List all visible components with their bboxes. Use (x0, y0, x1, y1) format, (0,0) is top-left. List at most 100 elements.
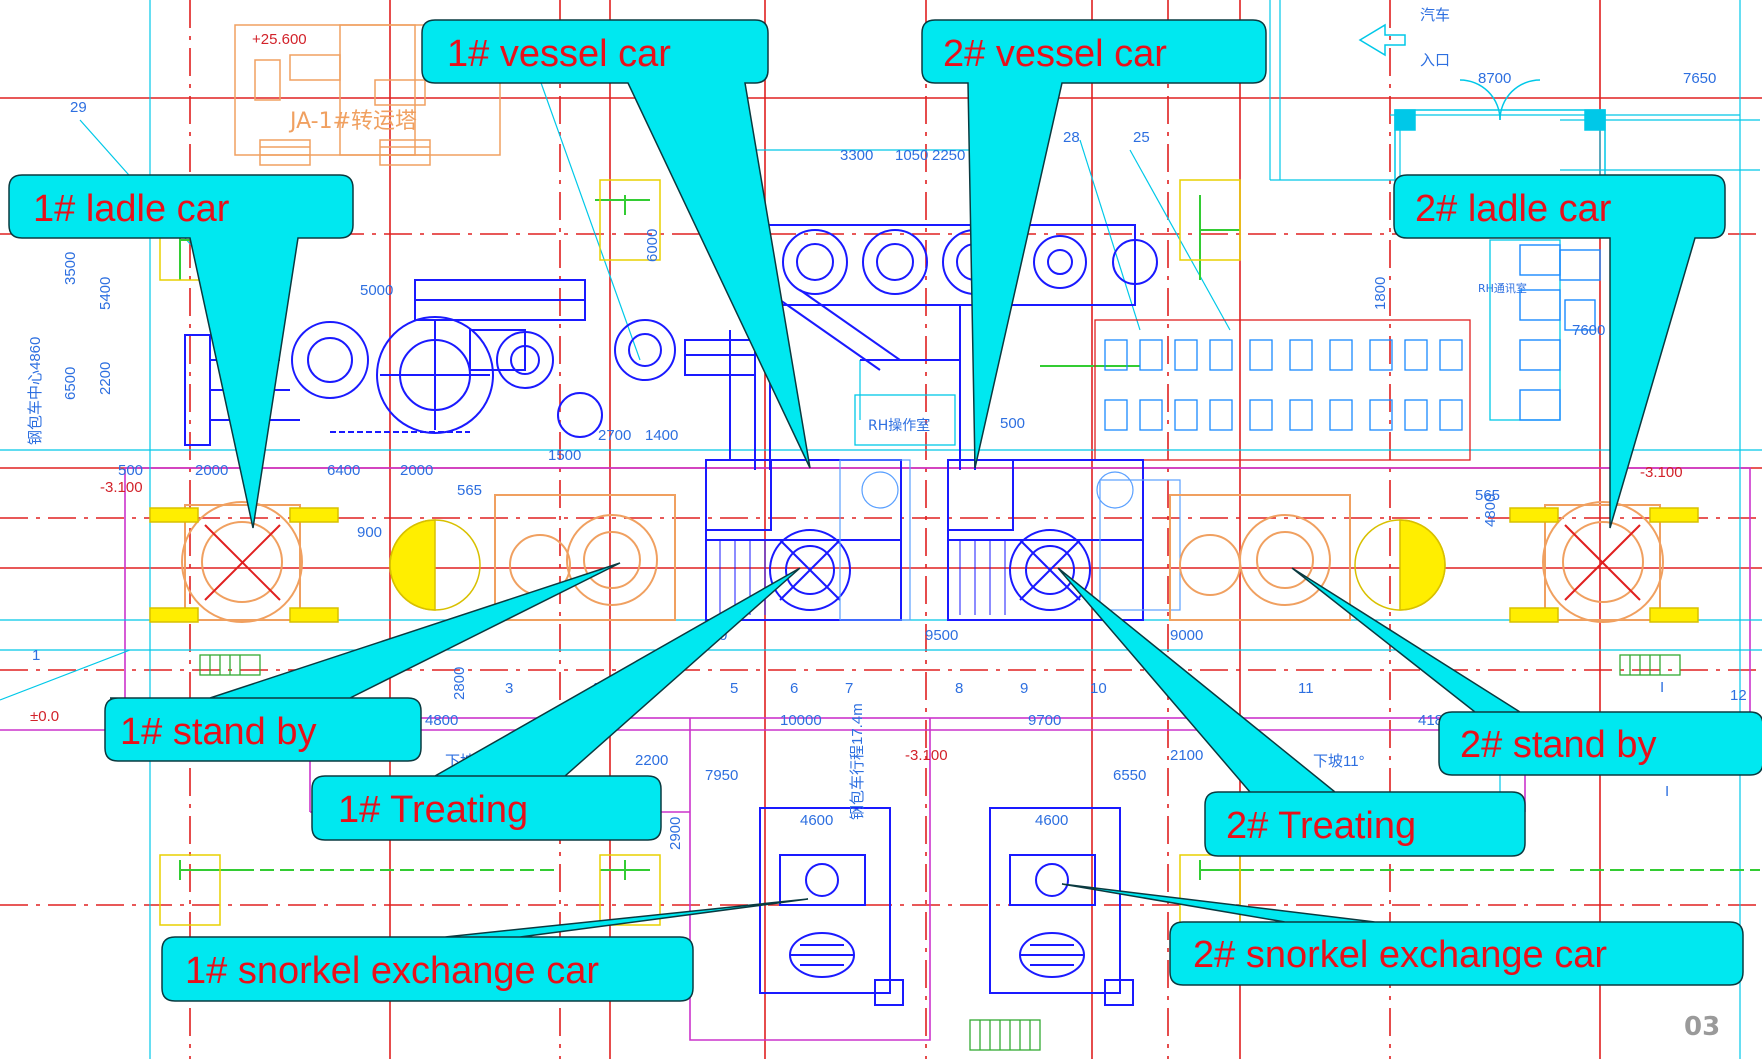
vessel-frames (839, 459, 1181, 621)
elev-zero: ±0.0 (30, 708, 59, 725)
num-10: 10 (1090, 680, 1107, 697)
dim-3500: 3500 (62, 252, 79, 285)
rail-markers (179, 195, 1760, 880)
dim-1800: 1800 (1372, 277, 1389, 310)
treating-1-label: 1# Treating (338, 789, 528, 831)
dim-2800: 2800 (451, 667, 468, 700)
dim-4800b: 4800 (1482, 494, 1499, 527)
callouts (8, 19, 1762, 1002)
dim-565b: 565 (1475, 487, 1500, 504)
callout-ladle-car-1 (8, 174, 354, 529)
dim-4600b: 4600 (1035, 812, 1068, 829)
dim-2100: 2100 (1170, 747, 1203, 764)
num-28: 28 (1063, 129, 1080, 146)
section-mark-2: I (1665, 783, 1669, 800)
dim-9700: 9700 (1028, 712, 1061, 729)
valve-rack (1094, 319, 1471, 461)
num-5: 5 (730, 680, 738, 697)
yellow-frames (159, 179, 1241, 926)
yellow-ladle-elements (149, 507, 1699, 623)
dim-2200a: 2200 (97, 362, 114, 395)
dim-500b: 500 (1000, 415, 1025, 432)
snorkel-car-1-label: 1# snorkel exchange car (185, 950, 599, 992)
snorkel-car-2-drawing (989, 807, 1134, 1006)
center-dist-label: 钢包车中心4860 (27, 337, 44, 445)
treating-2-label: 2# Treating (1226, 805, 1416, 847)
callout-treating-2 (1057, 567, 1526, 857)
callout-snorkel-car-2 (1061, 883, 1744, 986)
elev-m3100-a: -3.100 (100, 479, 143, 496)
dim-4800a: 4800 (425, 712, 458, 729)
dim-7950: 7950 (705, 767, 738, 784)
travel-label: 钢包车行程17.4m (849, 703, 866, 820)
callout-vessel-car-1 (421, 19, 811, 469)
dim-3300: 3300 (840, 147, 873, 164)
num-12: 12 (1730, 687, 1747, 704)
dim-10000: 10000 (780, 712, 822, 729)
dim-500: 500 (118, 462, 143, 479)
dim-2200b: 2200 (635, 752, 668, 769)
vessel-car-1-label: 1# vessel car (447, 33, 671, 75)
stand-by-2-label: 2# stand by (1460, 724, 1656, 766)
callout-stand-by-2 (1291, 567, 1762, 776)
dim-6000: 6000 (644, 229, 661, 262)
dim-9500: 9500 (925, 627, 958, 644)
dim-5400: 5400 (97, 277, 114, 310)
slope-2: 下坡11° (1313, 753, 1365, 770)
callout-stand-by-1 (104, 562, 621, 762)
ladle-car-1-label: 1# ladle car (33, 188, 230, 230)
right-cabinets (1519, 244, 1601, 421)
dim-4600a: 4600 (800, 812, 833, 829)
dim-1400: 1400 (645, 427, 678, 444)
rh-room-label: RH操作室 (868, 417, 930, 434)
vessel-car-2-label: 2# vessel car (943, 33, 1167, 75)
elev-top-label: +25.600 (252, 31, 307, 48)
dim-1500: 1500 (548, 447, 581, 464)
vessel-car-1-drawing (705, 459, 902, 621)
elev-m3100-c: -3.100 (905, 747, 948, 764)
stair-ladders (199, 654, 1681, 1051)
callout-labels: 1# vessel car 2# vessel car 1# ladle car… (33, 33, 1656, 992)
transfer-tower: JA-1#转运塔 +25.600 (234, 24, 501, 166)
dim-7650: 7650 (1683, 70, 1716, 87)
dim-6400: 6400 (327, 462, 360, 479)
dim-2900: 2900 (667, 817, 684, 850)
dim-2250: 2250 (932, 147, 965, 164)
dim-5000: 5000 (360, 282, 393, 299)
stand-by-1-label: 1# stand by (120, 711, 316, 753)
num-6: 6 (790, 680, 798, 697)
car-label: 汽车 (1420, 6, 1450, 24)
num-7: 7 (845, 680, 853, 697)
num-11: 11 (1298, 680, 1314, 697)
dim-1050: 1050 (895, 147, 928, 164)
num-25: 25 (1133, 129, 1150, 146)
section-mark-1: I (1660, 679, 1664, 696)
num-29: 29 (70, 99, 87, 116)
page-number: 03 (1684, 1012, 1720, 1042)
snorkel-car-1-drawing (759, 807, 904, 1006)
tower-label: JA-1#转运塔 (288, 109, 417, 134)
callout-ladle-car-2 (1393, 174, 1726, 529)
dim-565a: 565 (457, 482, 482, 499)
num-9: 9 (1020, 680, 1028, 697)
callout-snorkel-car-1 (161, 898, 809, 1002)
callout-treating-1 (311, 567, 801, 841)
dim-7600: 7600 (1572, 322, 1605, 339)
callout-vessel-car-2 (921, 19, 1267, 469)
dim-6550: 6550 (1113, 767, 1146, 784)
dim-900: 900 (357, 524, 382, 541)
num-8: 8 (955, 680, 963, 697)
entrance-label: 入口 (1420, 51, 1450, 69)
num-3: 3 (505, 680, 513, 697)
vessel-car-2-drawing (947, 459, 1144, 621)
ladle-positions (181, 494, 1664, 623)
dim-6500: 6500 (62, 367, 79, 400)
dim-2700: 2700 (598, 427, 631, 444)
dim-2000a: 2000 (195, 462, 228, 479)
elev-m3100-b: -3.100 (1640, 464, 1683, 481)
dim-8700: 8700 (1478, 70, 1511, 87)
snorkel-car-2-label: 2# snorkel exchange car (1193, 934, 1607, 976)
num-1: 1 (32, 647, 40, 664)
dim-9000b: 9000 (1170, 627, 1203, 644)
